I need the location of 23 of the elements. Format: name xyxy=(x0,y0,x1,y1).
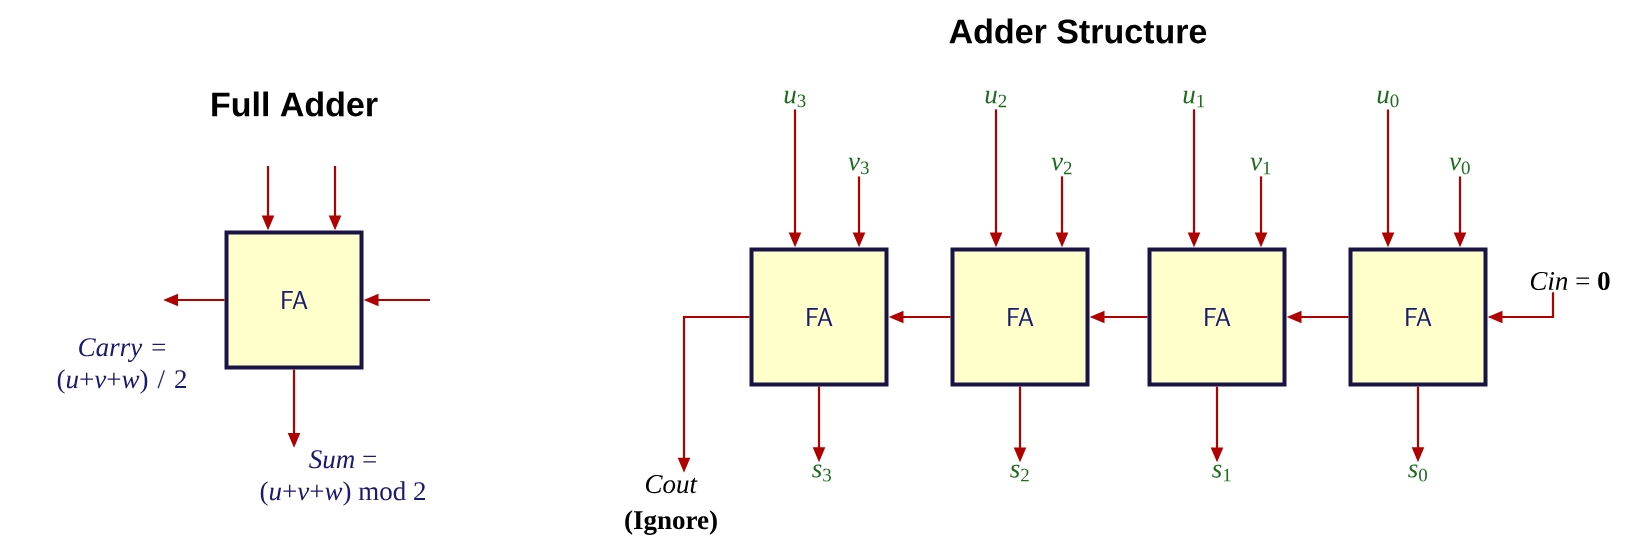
signal-label: u$_{0}$ xyxy=(1377,90,1399,108)
signal-label: v$_{1}$ xyxy=(1250,157,1271,175)
signal-label: s$_{2}$ xyxy=(1010,464,1029,482)
signal-label: s$_{0}$ xyxy=(1408,464,1427,482)
formula-label: Sum = (u+v+w) mod 2 xyxy=(260,450,425,506)
output-label: Cout (Ignore) xyxy=(625,475,717,535)
signal-label: s$_{1}$ xyxy=(1212,464,1231,482)
signal-label: u$_{2}$ xyxy=(985,90,1007,108)
full-adder-box: FA xyxy=(1147,247,1287,387)
signal-label: v$_{2}$ xyxy=(1051,157,1072,175)
signal-label: v$_{3}$ xyxy=(848,157,869,175)
signal-label: s$_{3}$ xyxy=(812,464,831,482)
full-adder-box: FA xyxy=(224,230,364,370)
full-adder-box: FA xyxy=(950,247,1090,387)
signal-label: u$_{1}$ xyxy=(1183,90,1205,108)
title: Adder Structure xyxy=(949,18,1207,44)
formula-label: Carry = (u+v+w) / 2 xyxy=(57,338,186,394)
signal-label: v$_{0}$ xyxy=(1449,157,1470,175)
signal-label: u$_{3}$ xyxy=(784,90,806,108)
title: Full Adder xyxy=(212,91,378,117)
full-adder-box: FA xyxy=(1348,247,1488,387)
full-adder-box: FA xyxy=(749,247,889,387)
input-label: Cin = 0 xyxy=(1530,271,1610,291)
